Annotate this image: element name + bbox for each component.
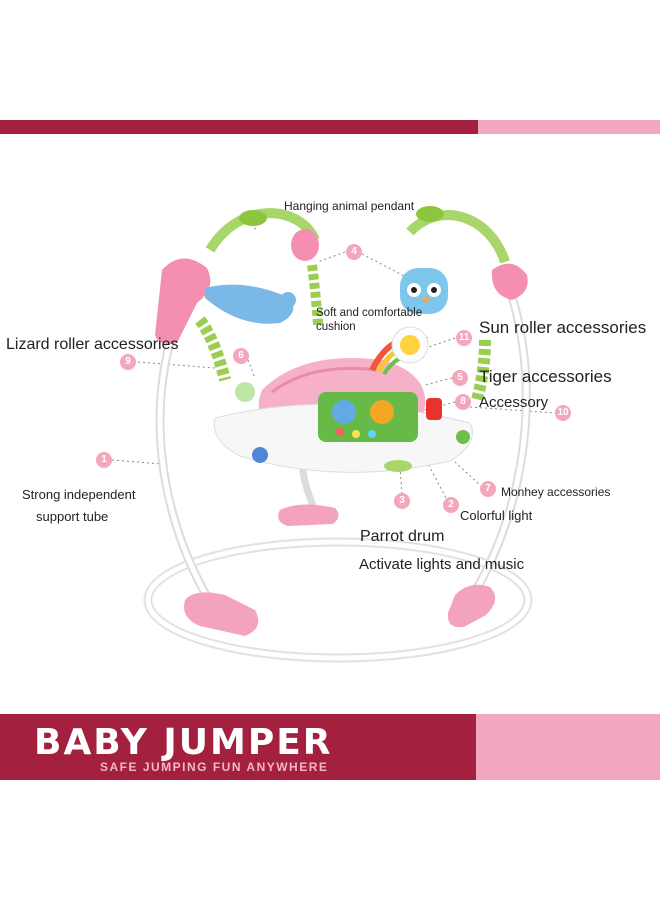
- label-sun-roller: Sun roller accessories: [479, 318, 647, 337]
- label-support-line2: support tube: [36, 509, 109, 524]
- label-parrot-drum: Parrot drum: [360, 528, 445, 545]
- badge-7: 7: [480, 481, 496, 497]
- badge-11: 11: [456, 330, 472, 346]
- badge-10: 10: [555, 405, 571, 421]
- label-monkey: Monhey accessories: [501, 485, 611, 499]
- elephant-toy: [332, 400, 356, 424]
- banner-title: BABY JUMPER: [34, 722, 333, 763]
- label-support-tube: Strong independent support tube: [22, 484, 135, 528]
- cap-right: [491, 263, 528, 300]
- label-hanging-pendant: Hanging animal pendant: [284, 199, 415, 213]
- label-accessory: Accessory: [479, 394, 549, 411]
- tray-toy-blue: [252, 447, 268, 463]
- spring-left: [195, 316, 231, 382]
- owl-pendant: [400, 268, 448, 314]
- top-band-dark: [0, 120, 478, 134]
- label-soft-cushion-line1: Soft and comfortable: [316, 307, 423, 319]
- banner-dark: [0, 714, 476, 780]
- badge-4: 4: [346, 244, 362, 260]
- foot-rear: [278, 504, 339, 526]
- label-lizard-roller: Lizard roller accessories: [6, 336, 179, 353]
- top-band-light: [478, 120, 660, 134]
- arch-left: [205, 208, 320, 253]
- cap-center: [291, 229, 319, 261]
- label-colorful-light: Colorful light: [460, 508, 533, 523]
- label-activate-lights: Activate lights and music: [359, 556, 525, 573]
- sun-roller: [400, 335, 420, 355]
- banner-light: [476, 714, 660, 780]
- banner-subtitle: SAFE JUMPING FUN ANYWHERE: [100, 760, 329, 774]
- toy-panel: [318, 392, 418, 442]
- lizard-roller: [235, 382, 255, 402]
- bottom-banner: [0, 714, 660, 780]
- badge-3: 3: [394, 493, 410, 509]
- spring-right: [471, 339, 491, 402]
- badge-1: 1: [96, 452, 112, 468]
- accessory-red: [426, 398, 442, 420]
- badge-9: 9: [120, 354, 136, 370]
- label-soft-cushion: Soft and comfortable cushion: [316, 306, 422, 334]
- bird-pendant: [205, 284, 294, 324]
- foot-right: [447, 584, 496, 628]
- label-tiger: Tiger accessories: [479, 367, 612, 386]
- badge-8: 8: [455, 394, 471, 410]
- foot-left: [184, 592, 259, 636]
- cap-left: [155, 258, 211, 344]
- badge-2: 2: [443, 497, 459, 513]
- top-band: [0, 120, 660, 134]
- badge-6: 6: [233, 348, 249, 364]
- parrot-drum: [384, 460, 412, 472]
- label-support-line1: Strong independent: [22, 487, 136, 502]
- monkey-toy: [370, 400, 394, 424]
- badge-5: 5: [452, 370, 468, 386]
- label-soft-cushion-line2: cushion: [316, 321, 356, 333]
- arch-right: [406, 210, 510, 264]
